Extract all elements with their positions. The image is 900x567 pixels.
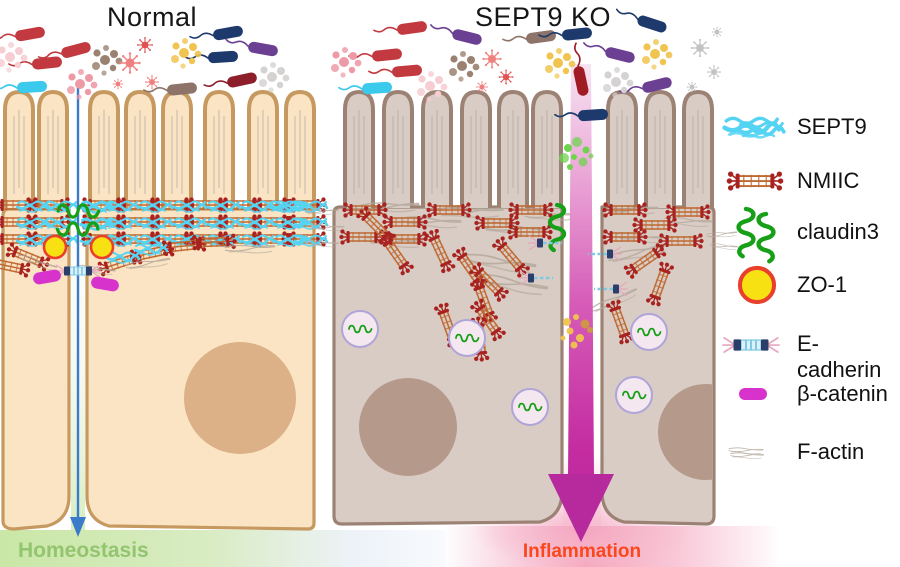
- panel-title-normal: Normal: [106, 2, 197, 32]
- e-cadherin-junction-icon: [721, 336, 781, 354]
- legend-label-factin: F-actin: [797, 439, 865, 464]
- inflammation-label: Inflammation: [522, 541, 642, 562]
- disrupted-junction-ko: [517, 137, 630, 349]
- inflammation-arrow: [548, 64, 614, 542]
- microvilli-normal: [3, 90, 316, 210]
- zo1-disc: [89, 234, 115, 260]
- legend-icons: [721, 118, 786, 459]
- panel-title-sept9-ko: SEPT9 KO: [474, 2, 612, 32]
- zo1-disc-icon: [740, 268, 774, 302]
- homeostasis-band: [0, 530, 470, 567]
- homeostasis-label: Homeostasis: [18, 539, 149, 562]
- nucleus: [359, 378, 457, 476]
- legend-label-claudin3: claudin3: [797, 219, 879, 244]
- homeostasis-arrow: [70, 88, 86, 537]
- sept9-filament-icon: [725, 118, 786, 140]
- normal-cell-left: [1, 207, 71, 531]
- legend-label-zo1: ZO-1: [797, 272, 848, 297]
- f-actin-bundle-icon: [728, 447, 765, 459]
- microvilli-ko: [343, 90, 714, 210]
- legend-label-bcatenin: β-catenin: [797, 381, 888, 406]
- legend-label-nmiic: NMIIC: [797, 168, 860, 193]
- nmiic-myosin-icon: [726, 171, 784, 191]
- legend-label-ecadherin: E-cadherin: [797, 331, 882, 382]
- zo1-disc: [42, 234, 68, 260]
- nucleus: [184, 342, 296, 454]
- nucleus: [658, 384, 712, 480]
- ko-cell-left: [332, 205, 564, 526]
- nuclei: [184, 342, 712, 480]
- beta-catenin-pill-icon: [739, 388, 767, 400]
- legend-label-sept9: SEPT9: [797, 114, 867, 139]
- claudin3-coil-icon: [739, 209, 774, 261]
